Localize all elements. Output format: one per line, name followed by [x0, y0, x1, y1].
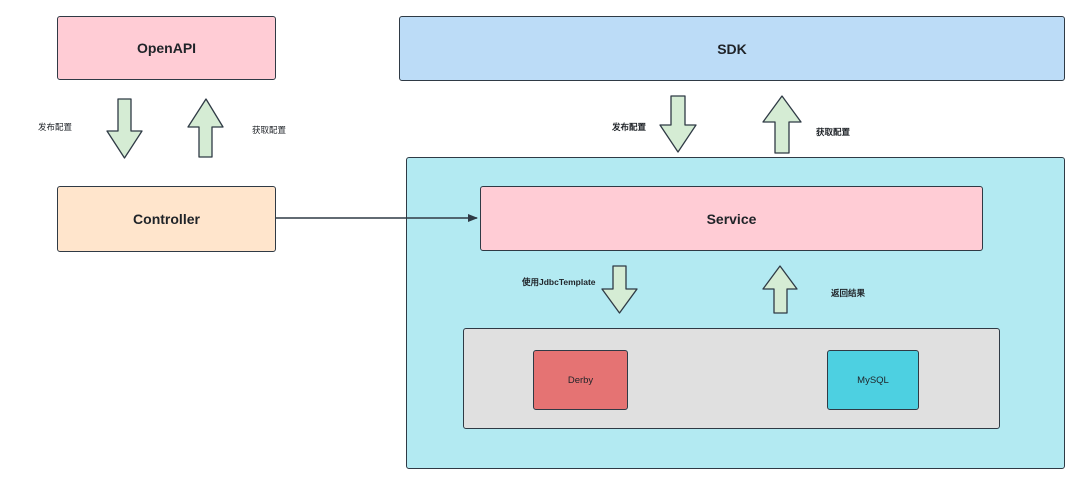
service-node: Service	[480, 186, 983, 251]
derby-label: Derby	[567, 374, 594, 386]
right-publish-label: 发布配置	[612, 122, 647, 132]
mysql-node: MySQL	[827, 350, 919, 410]
sdk-label: SDK	[717, 40, 747, 57]
use-jdbc-label: 使用JdbcTemplate	[522, 277, 596, 287]
openapi-node: OpenAPI	[57, 16, 276, 80]
controller-label: Controller	[133, 211, 200, 227]
left-publish-arrow-down	[106, 98, 143, 159]
sdk-node: SDK	[399, 16, 1065, 81]
left-get-label: 获取配置	[252, 125, 287, 135]
return-result-label: 返回结果	[831, 288, 866, 298]
return-arrow-up	[762, 265, 798, 314]
service-label: Service	[706, 210, 757, 227]
jdbc-arrow-down	[601, 265, 638, 314]
derby-node: Derby	[533, 350, 628, 410]
right-get-label: 获取配置	[816, 127, 851, 137]
controller-node: Controller	[57, 186, 276, 252]
right-get-arrow-up	[762, 95, 802, 154]
openapi-label: OpenAPI	[136, 40, 197, 56]
left-publish-label: 发布配置	[38, 122, 73, 132]
right-publish-arrow-down	[659, 95, 697, 153]
left-get-arrow-up	[187, 98, 224, 158]
mysql-label: MySQL	[857, 374, 889, 386]
